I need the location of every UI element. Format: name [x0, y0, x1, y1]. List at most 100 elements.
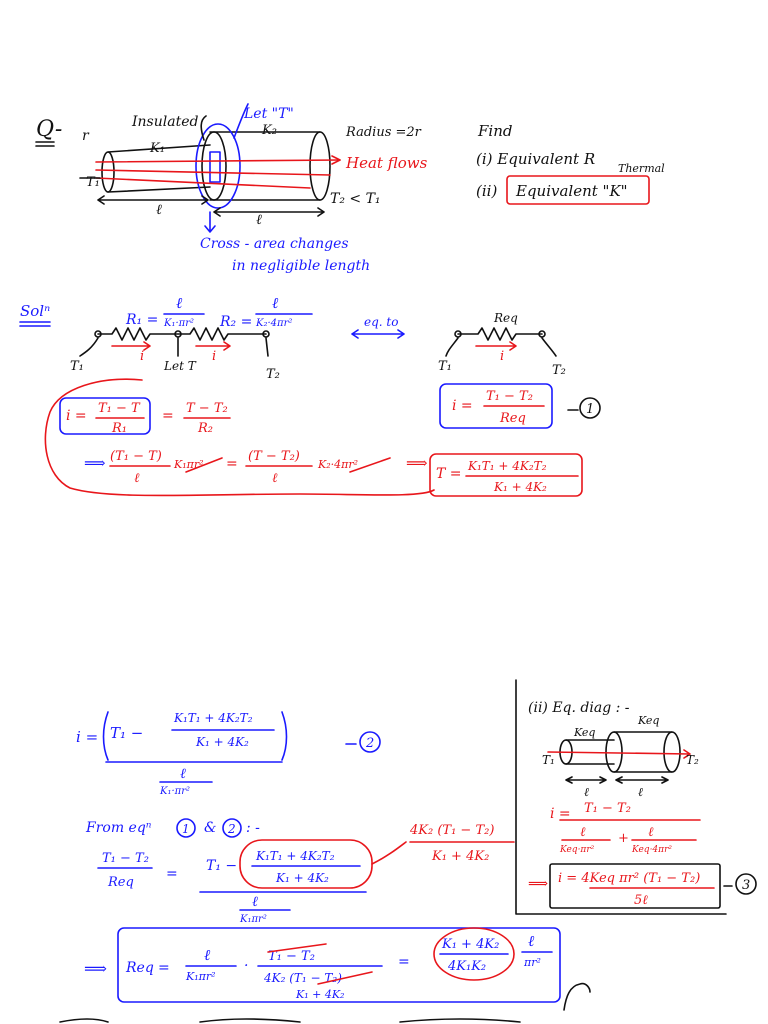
side-den-b-den: Keq·4πr² — [631, 845, 672, 855]
from-eq-2: 2 — [227, 822, 236, 836]
line2-k1: K₁πr² — [173, 458, 204, 471]
find-label: Find — [477, 122, 512, 140]
part2-i-den-num: ℓ — [180, 766, 186, 782]
r2-lhs: R₂ = — [219, 314, 252, 330]
circuit-i-1: i — [140, 349, 144, 364]
find-item-2-label: Equivalent "K" — [515, 182, 628, 200]
heat-arrow-head — [331, 155, 341, 165]
thin-rod-end — [101, 151, 115, 193]
line2-k2: K₂·4πr² — [317, 458, 358, 471]
t-result-den: K₁ + 4K₂ — [493, 480, 547, 494]
insulated-pointer — [200, 115, 207, 141]
rhs-den: K₁ + 4K₂ — [275, 871, 329, 885]
line2-eq: = — [226, 456, 238, 472]
eq-thin-rod — [565, 739, 615, 765]
t-result-lhs: T = — [436, 466, 462, 482]
node-req-right — [538, 330, 546, 338]
r1-lhs: R₁ = — [125, 312, 158, 328]
side-den-a-den: Keq·πr² — [559, 845, 595, 855]
req-t-den-num: 4K₂ (T₁ − T₂) — [263, 971, 342, 985]
junction-face — [201, 131, 227, 201]
find-item-1: (i) Equivalent R — [476, 150, 595, 168]
req-dot: · — [244, 958, 248, 974]
req-t-den-den: K₁ + 4K₂ — [295, 988, 344, 1001]
eq-thick-end — [663, 731, 681, 773]
junction-slice — [209, 151, 221, 183]
side-plus: + — [618, 831, 629, 846]
eq-length-1 — [565, 776, 607, 784]
from-eq-tail: : - — [246, 820, 260, 836]
line2-k1-strike — [185, 457, 223, 473]
req-frac-num: ℓ — [204, 946, 210, 964]
req-result-box — [117, 927, 561, 1003]
r2-num: ℓ — [272, 294, 278, 312]
current-arrow-2 — [195, 341, 231, 351]
side-final: i = 4Keq πr² (T₁ − T₂) — [558, 871, 700, 886]
req-t-num: T₁ − T₂ — [268, 949, 315, 964]
trailing-pointer — [563, 982, 591, 1011]
let-t-pointer — [233, 103, 249, 139]
circuit-t2: T₂ — [266, 367, 280, 382]
heat-flow-lines — [95, 159, 341, 189]
circuit-t1: T₁ — [70, 359, 84, 374]
marker-1-circle — [579, 397, 601, 419]
part2-i-num: K₁T₁ + 4K₂T₂ — [173, 711, 253, 725]
i-num-1: T₁ − T — [98, 401, 141, 416]
req-result-l-den: πr² — [523, 956, 541, 969]
i-den-1: R₁ — [111, 421, 127, 436]
find-item-2-prefix: (ii) — [476, 182, 497, 200]
rhs-l: ℓ — [252, 894, 258, 910]
side-t1: T₁ — [542, 753, 555, 767]
k1-label: K₁ — [149, 141, 165, 156]
next-line-partial — [59, 1018, 521, 1023]
i-eq-sign: = — [162, 408, 174, 424]
implies-1: ⟹ — [84, 454, 106, 472]
r-small-label: r — [82, 128, 90, 144]
side-num: 4K₂ (T₁ − T₂) — [409, 823, 494, 838]
marker-2: 2 — [365, 736, 374, 751]
line2-a-den: ℓ — [134, 471, 140, 486]
i-eq-den: Req — [499, 411, 526, 426]
radius-label: Radius =2r — [345, 125, 422, 140]
req-frac-den: K₁πr² — [185, 970, 216, 983]
side-panel-title: (ii) Eq. diag : - — [528, 700, 630, 716]
line2-k2-strike — [349, 457, 391, 473]
req-circuit-t2: T₂ — [552, 363, 566, 378]
marker-1: 1 — [586, 402, 594, 417]
req-circuit-i: i — [500, 349, 504, 364]
req-eq-2: = — [398, 954, 410, 970]
req-result-highlight — [433, 927, 515, 981]
i-eq-lhs: i = — [452, 398, 473, 414]
line2-b: (T − T₂) — [248, 449, 300, 464]
from-eq-label: From eqⁿ — [85, 820, 152, 836]
marker-3-circle — [735, 873, 757, 895]
length-arrow-2 — [213, 207, 325, 217]
node-t2 — [262, 330, 270, 338]
length-2-label: ℓ — [256, 212, 262, 228]
part2-i-lhs: i = — [76, 728, 98, 746]
part2-i-parens — [102, 711, 288, 761]
eq-junction — [605, 731, 623, 773]
rhs-num: K₁T₁ + 4K₂T₂ — [255, 849, 335, 863]
t1-pointer — [79, 337, 99, 357]
lhs-eq: = — [166, 866, 178, 882]
from-eq-2-circle — [222, 818, 242, 838]
lhs-num: T₁ − T₂ — [102, 851, 149, 866]
node-req-left — [454, 330, 462, 338]
req-t-den-strike — [317, 971, 373, 985]
eq-length-2 — [615, 776, 669, 784]
equivalent-diagram — [547, 731, 691, 784]
find-item-2-box — [506, 175, 650, 205]
side-l2: ℓ — [638, 785, 643, 799]
req-wire — [457, 327, 543, 341]
part2-i-expr-a: T₁ − — [110, 724, 143, 742]
heat-flows-label: Heat flows — [345, 154, 428, 172]
side-l1: ℓ — [584, 785, 589, 799]
i-eq-1-box — [59, 397, 151, 435]
lhs-den: Req — [107, 875, 134, 890]
line2-a: (T₁ − T) — [110, 449, 162, 464]
req-t-num-strike — [267, 943, 327, 953]
part2-i-den: K₁ + 4K₂ — [195, 735, 249, 749]
req-t2-pointer — [541, 337, 557, 357]
